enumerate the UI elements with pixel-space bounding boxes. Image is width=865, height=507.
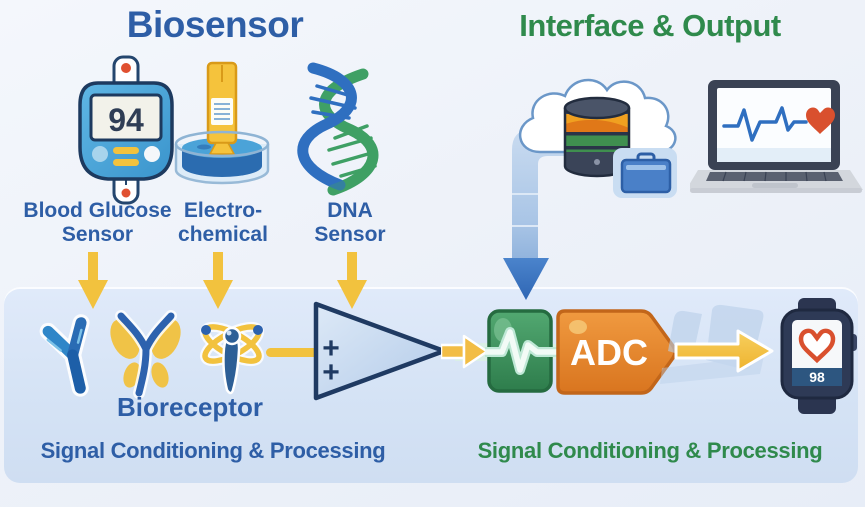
antibody-icon bbox=[39, 314, 90, 397]
pulse-line-icon bbox=[485, 329, 557, 373]
antibody-receptor-icon bbox=[110, 310, 181, 399]
watch-reading: 98 bbox=[809, 369, 825, 385]
briefcase-icon bbox=[613, 148, 677, 198]
dna-sensor-icon bbox=[297, 62, 379, 196]
biosensor-title: Biosensor bbox=[126, 4, 304, 45]
heart-icon bbox=[798, 328, 836, 364]
interface-output-title: Interface & Output bbox=[519, 8, 781, 43]
down-arrow-icon bbox=[337, 252, 367, 309]
molecular-receptor-icon bbox=[200, 321, 264, 395]
amplifier-plus-sign: + bbox=[322, 356, 340, 389]
glucose-reading: 94 bbox=[108, 102, 144, 138]
laptop-icon bbox=[690, 80, 863, 193]
electrochemical-sensor-icon bbox=[174, 61, 270, 185]
signal-filter-block-icon bbox=[485, 309, 557, 393]
ecg-waveform-icon bbox=[722, 106, 808, 142]
heart-icon bbox=[806, 107, 835, 134]
bioreceptor-label: Bioreceptor bbox=[117, 392, 263, 422]
down-arrow-icon bbox=[78, 252, 108, 309]
signal-conditioning-label-right: Signal Conditioning & Processing bbox=[477, 438, 823, 463]
blood-glucose-meter-icon: 94 bbox=[78, 55, 174, 205]
adc-block-icon: ADC bbox=[556, 309, 677, 395]
cloud-database-icon bbox=[518, 78, 677, 198]
blood-glucose-label: Blood Glucose Sensor bbox=[23, 199, 172, 246]
down-arrow-icon bbox=[203, 252, 233, 309]
signal-conditioning-label-left: Signal Conditioning & Processing bbox=[40, 438, 386, 463]
cloud-to-processing-arrow-icon bbox=[503, 130, 578, 300]
amplifier-plus-sign: + bbox=[322, 332, 340, 365]
electrochemical-label: Electro- chemical bbox=[178, 199, 268, 246]
adc-label: ADC bbox=[570, 332, 648, 373]
dna-label: DNA Sensor bbox=[314, 199, 386, 246]
smartwatch-icon: 98 bbox=[780, 298, 857, 414]
amplifier-icon: + + bbox=[266, 301, 447, 401]
adc-to-watch-arrow-icon bbox=[674, 329, 774, 373]
